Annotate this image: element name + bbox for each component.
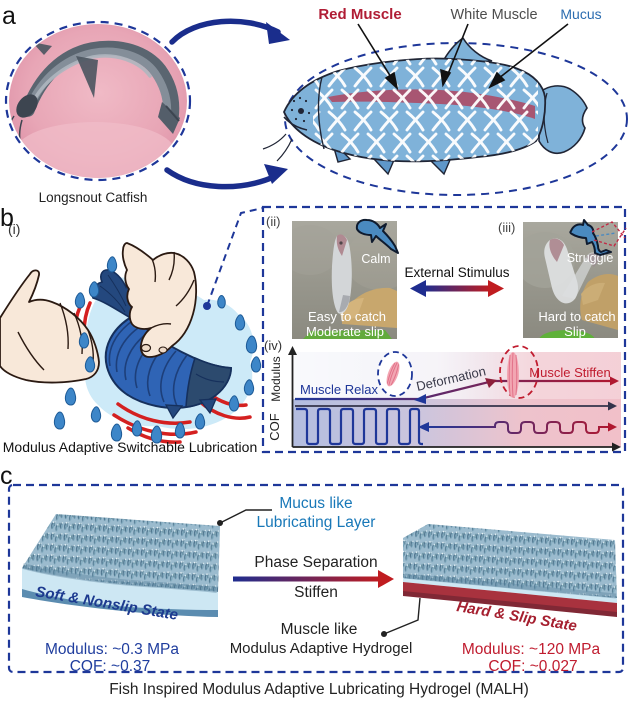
svg-text:COF: ~0.027: COF: ~0.027 — [488, 658, 577, 675]
svg-text:Longsnout Catfish: Longsnout Catfish — [39, 190, 148, 205]
svg-text:Modulus: ~0.3 MPa: Modulus: ~0.3 MPa — [45, 641, 179, 658]
svg-text:Muscle like: Muscle like — [281, 621, 358, 638]
svg-text:Stiffen: Stiffen — [294, 584, 338, 601]
svg-text:Calm: Calm — [361, 252, 390, 266]
svg-text:(iii): (iii) — [498, 220, 515, 235]
svg-text:Hard to catch: Hard to catch — [538, 309, 615, 324]
svg-text:COF: COF — [267, 413, 282, 441]
svg-text:Moderate slip: Moderate slip — [306, 324, 384, 339]
svg-text:Modulus: ~120 MPa: Modulus: ~120 MPa — [462, 641, 601, 658]
svg-text:COF: ~0.37: COF: ~0.37 — [70, 658, 151, 675]
svg-text:Red Muscle: Red Muscle — [318, 6, 401, 23]
svg-text:(i): (i) — [8, 221, 20, 237]
svg-text:Lubricating Layer: Lubricating Layer — [257, 514, 376, 531]
svg-text:Mucus: Mucus — [560, 6, 601, 22]
svg-text:Modulus Adaptive Switchable Lu: Modulus Adaptive Switchable Lubrication — [3, 439, 258, 455]
svg-text:Muscle Relax: Muscle Relax — [300, 382, 379, 397]
svg-text:Muscle Stiffen: Muscle Stiffen — [529, 365, 610, 380]
svg-text:Easy to catch: Easy to catch — [308, 309, 386, 324]
svg-text:c: c — [0, 462, 13, 490]
svg-text:Fish Inspired Modulus Adaptive: Fish Inspired Modulus Adaptive Lubricati… — [109, 681, 529, 698]
svg-text:(iv): (iv) — [264, 338, 282, 353]
svg-text:Mucus like: Mucus like — [279, 495, 352, 512]
svg-text:External Stimulus: External Stimulus — [404, 265, 509, 280]
svg-text:a: a — [2, 2, 16, 30]
svg-text:Modulus: Modulus — [269, 356, 283, 401]
svg-text:b: b — [0, 204, 14, 232]
svg-text:(ii): (ii) — [266, 214, 280, 229]
svg-text:Modulus Adaptive Hydrogel: Modulus Adaptive Hydrogel — [230, 640, 413, 657]
svg-text:White Muscle: White Muscle — [450, 7, 537, 23]
svg-text:Slip: Slip — [564, 324, 586, 339]
svg-text:Phase Separation: Phase Separation — [254, 554, 377, 571]
